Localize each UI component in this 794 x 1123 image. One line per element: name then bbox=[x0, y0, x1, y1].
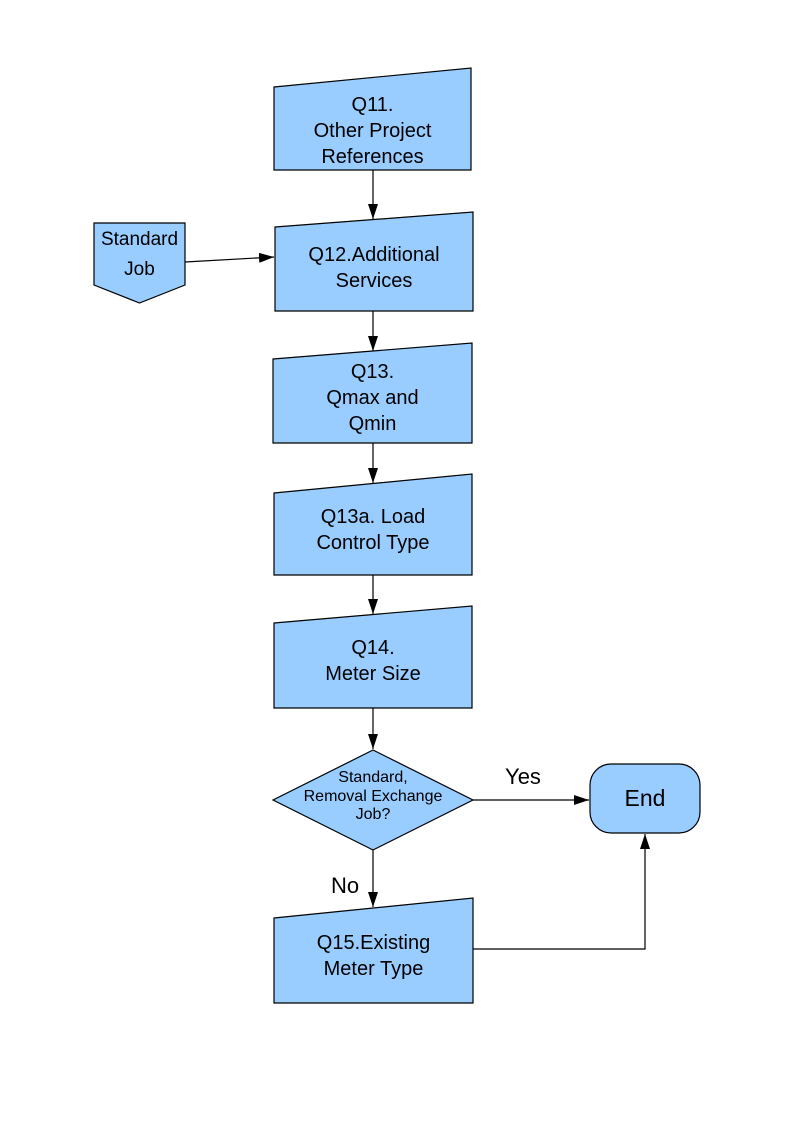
node-q15-shape bbox=[273, 897, 474, 1004]
node-decision-shape bbox=[271, 749, 475, 851]
node-q11-shape bbox=[273, 67, 472, 171]
node-q14-shape bbox=[273, 605, 473, 709]
edge-q15-end bbox=[473, 834, 650, 950]
node-q13a-shape bbox=[273, 473, 473, 576]
node-q13-shape bbox=[272, 342, 473, 444]
edge-standard-job-q12 bbox=[184, 252, 275, 263]
node-q12-shape bbox=[274, 211, 474, 312]
node-end-shape bbox=[589, 763, 701, 834]
node-standard-job-shape bbox=[93, 222, 186, 304]
